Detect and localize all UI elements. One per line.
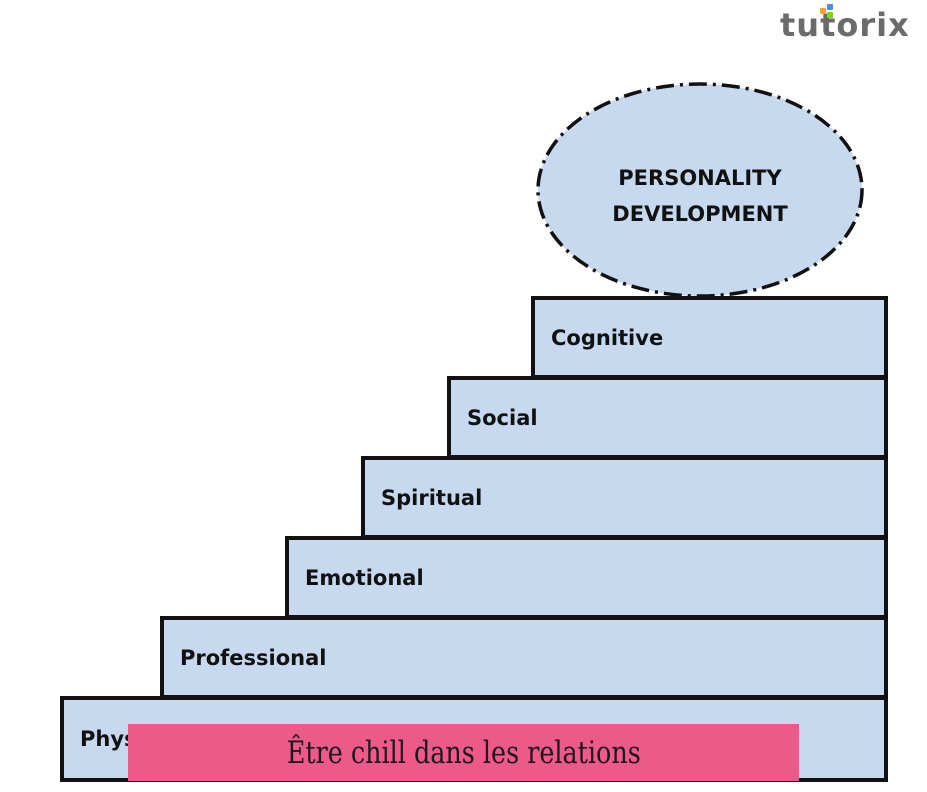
step-label: Emotional (305, 565, 424, 590)
tutorix-logo: tutorix (780, 4, 920, 50)
logo-dot-orange (820, 8, 826, 14)
goal-label-line2: DEVELOPMENT (612, 202, 788, 226)
logo-dot-blue (827, 4, 833, 10)
step-professional: Professional (160, 616, 888, 699)
goal-label-line1: PERSONALITY (618, 166, 782, 190)
step-social: Social (447, 376, 888, 459)
logo-dot-green (827, 12, 833, 18)
caption-banner: Être chill dans les relations (128, 724, 799, 781)
step-label: Cognitive (551, 325, 664, 350)
caption-banner-text: Être chill dans les relations (286, 734, 641, 771)
goal-label: PERSONALITY DEVELOPMENT (560, 160, 840, 232)
step-cognitive: Cognitive (531, 296, 888, 379)
step-emotional: Emotional (285, 536, 888, 619)
step-label: Social (467, 405, 538, 430)
step-spiritual: Spiritual (361, 456, 888, 539)
logo-text: tutorix (780, 6, 910, 44)
step-label: Spiritual (381, 485, 483, 510)
step-label: Professional (180, 645, 327, 670)
